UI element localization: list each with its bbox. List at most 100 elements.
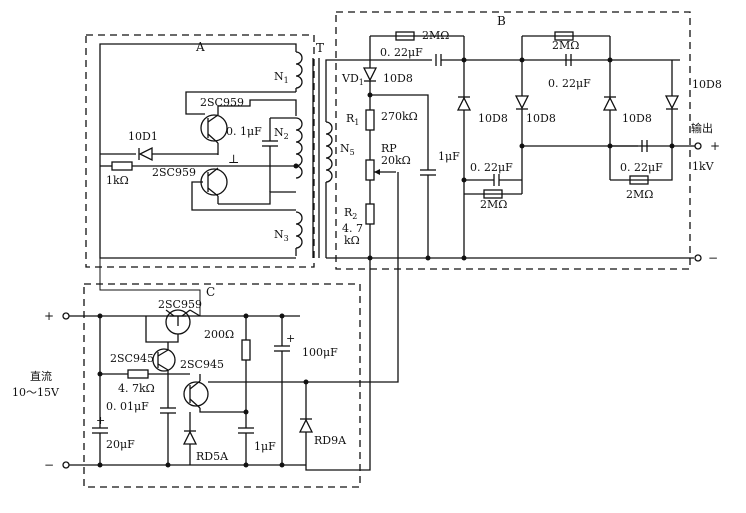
- r1-label: R1: [346, 112, 359, 127]
- capacitor-1uf-c-label: 1μF: [254, 440, 276, 453]
- wire-feedback: [208, 172, 399, 383]
- junction-c-6: [243, 313, 249, 319]
- capacitor-100uf-plus: +: [286, 332, 295, 345]
- junction-gnd-2: [425, 255, 431, 261]
- q3-label: 2SC945: [180, 358, 224, 371]
- diode-10d1: [138, 146, 218, 162]
- resistor-top-2m-2: [554, 31, 574, 41]
- r2-value-2-label: kΩ: [344, 234, 360, 247]
- junction-c-3: [97, 371, 103, 377]
- resistor-top-2m-2-label: 2MΩ: [552, 39, 579, 52]
- diode-ladder-4: [664, 60, 680, 146]
- input-plus-label: +: [44, 309, 54, 323]
- zener-rd5a-label: RD5A: [196, 450, 229, 463]
- resistor-bottom-2m-1-label: 2MΩ: [480, 198, 507, 211]
- block-b-outline: [335, 11, 691, 270]
- zener-rd9a-label: RD9A: [314, 434, 347, 447]
- rp-wiper-arrow: [374, 169, 380, 175]
- resistor-bottom-2m-1: [483, 189, 503, 199]
- capacitor-bottom-2: [610, 140, 648, 152]
- junction-c-2: [97, 462, 103, 468]
- output-plus-label: +: [710, 139, 720, 153]
- transistor-a-lower: [200, 167, 228, 204]
- resistor-1k-label: 1kΩ: [106, 174, 129, 187]
- capacitor-bottom-2-label: 0. 22μF: [620, 161, 663, 174]
- wire-collector-top: [218, 99, 297, 116]
- resistor-1k: [111, 161, 133, 171]
- diode-10d1-label: 10D1: [128, 130, 158, 143]
- ground-symbol: ⊥: [228, 152, 239, 166]
- q2-label: 2SC945: [110, 352, 154, 365]
- block-a-outline: [85, 34, 315, 268]
- diode-ladder-1-label: 10D8: [478, 112, 508, 125]
- output-minus-label: −: [708, 251, 718, 265]
- wire-ground-link: [305, 258, 371, 471]
- dc-label: 直流: [30, 369, 52, 383]
- transistor-a-lower-label: 2SC959: [152, 166, 196, 179]
- capacitor-bottom-1-label: 0. 22μF: [470, 161, 513, 174]
- resistor-top-2m-1: [395, 31, 415, 41]
- dc-range-label: 10～15V: [12, 386, 60, 399]
- winding-n5: [325, 121, 333, 183]
- wire-n1-base: [185, 91, 296, 115]
- n1-label: N1: [274, 70, 289, 85]
- winding-n1: [295, 48, 303, 92]
- input-terminal-minus[interactable]: [62, 461, 70, 469]
- capacitor-0-01uf: [160, 407, 176, 465]
- capacitor-1uf-b: [420, 169, 436, 258]
- junction-vd1: [367, 92, 373, 98]
- resistor-bottom-2m-2: [629, 175, 649, 185]
- r1-value-label: 270kΩ: [381, 110, 418, 123]
- resistor-4-7k-label: 4. 7kΩ: [118, 382, 155, 395]
- capacitor-0-01uf-label: 0. 01μF: [106, 400, 149, 413]
- n5-label: N5: [340, 142, 355, 157]
- diode-ladder-3: [602, 60, 618, 180]
- resistor-r1: [365, 109, 375, 131]
- resistor-200: [241, 339, 251, 361]
- junction-bot-1: [461, 177, 467, 183]
- junction-c-10: [279, 462, 285, 468]
- transistor-q2: [152, 348, 176, 408]
- wire-supply-link: [99, 258, 201, 316]
- vd1-label: VD1: [341, 72, 364, 87]
- diode-right-label: 10D8: [692, 78, 722, 91]
- rp-value-label: 20kΩ: [381, 154, 411, 167]
- output-terminal-minus[interactable]: [694, 254, 702, 262]
- transistor-q3: [183, 380, 209, 409]
- output-terminal-plus[interactable]: [694, 142, 702, 150]
- diode-ladder-1: [456, 60, 472, 258]
- rp-label: RP: [381, 142, 397, 155]
- input-terminal-plus[interactable]: [62, 312, 70, 320]
- capacitor-100uf-label: 100μF: [302, 346, 338, 359]
- wire-vd1-right: [370, 94, 429, 170]
- zener-rd5a: [182, 412, 198, 465]
- input-minus-label: −: [44, 458, 54, 472]
- capacitor-1uf-c: [238, 427, 254, 465]
- junction-c-8: [243, 462, 249, 468]
- diode-vd1: [362, 67, 378, 110]
- resistor-bottom-2m-2-label: 2MΩ: [626, 188, 653, 201]
- transistor-a-upper: [200, 106, 228, 155]
- resistor-r2: [365, 203, 375, 225]
- potentiometer-rp: [365, 159, 375, 181]
- n3-label: N3: [274, 228, 289, 243]
- wire-n5-top: [325, 59, 370, 122]
- junction-c-1: [97, 313, 103, 319]
- block-a-label: A: [195, 40, 205, 54]
- capacitor-20uf-plus: +: [96, 414, 105, 427]
- wire-q1-emitter: [189, 309, 201, 317]
- junction-mid: [293, 163, 299, 169]
- wire-q3-emitter: [199, 408, 246, 413]
- resistor-200-label: 200Ω: [204, 328, 234, 341]
- transistor-a-upper-label: 2SC959: [200, 96, 244, 109]
- diode-ladder-3-label: 10D8: [622, 112, 652, 125]
- junction-c-7: [243, 409, 249, 415]
- r2-value-1-label: 4. 7: [342, 222, 363, 235]
- capacitor-0-1uf: [262, 118, 278, 192]
- r2-label: R2: [344, 206, 357, 221]
- block-b-label: B: [497, 14, 506, 28]
- wire-q1-base: [145, 316, 179, 343]
- transistor-q1: [165, 309, 191, 335]
- block-c-outline: [83, 283, 361, 488]
